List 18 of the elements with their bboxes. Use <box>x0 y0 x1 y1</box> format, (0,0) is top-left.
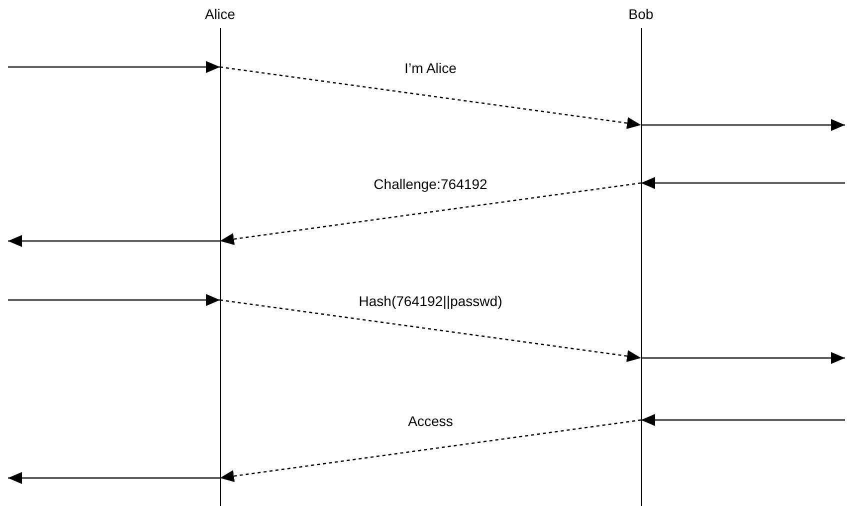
message-arrow <box>220 419 642 482</box>
edge-label: Access <box>408 413 454 429</box>
edge-label: I’m Alice <box>404 60 457 76</box>
arrow <box>641 414 845 426</box>
edge-label: Challenge:764192 <box>374 176 488 192</box>
arrow <box>8 61 220 73</box>
edge-label: Hash(764192||passwd) <box>358 293 502 309</box>
arrow <box>8 294 220 306</box>
participant-name: Bob <box>628 6 654 22</box>
message-arrow <box>220 299 642 362</box>
arrow <box>8 235 220 247</box>
arrow <box>641 119 845 131</box>
message-arrow <box>220 182 642 246</box>
participant-name: Alice <box>204 6 236 22</box>
message-arrow <box>220 66 642 130</box>
arrow <box>641 352 845 364</box>
arrow <box>8 472 220 484</box>
arrow <box>641 177 845 189</box>
